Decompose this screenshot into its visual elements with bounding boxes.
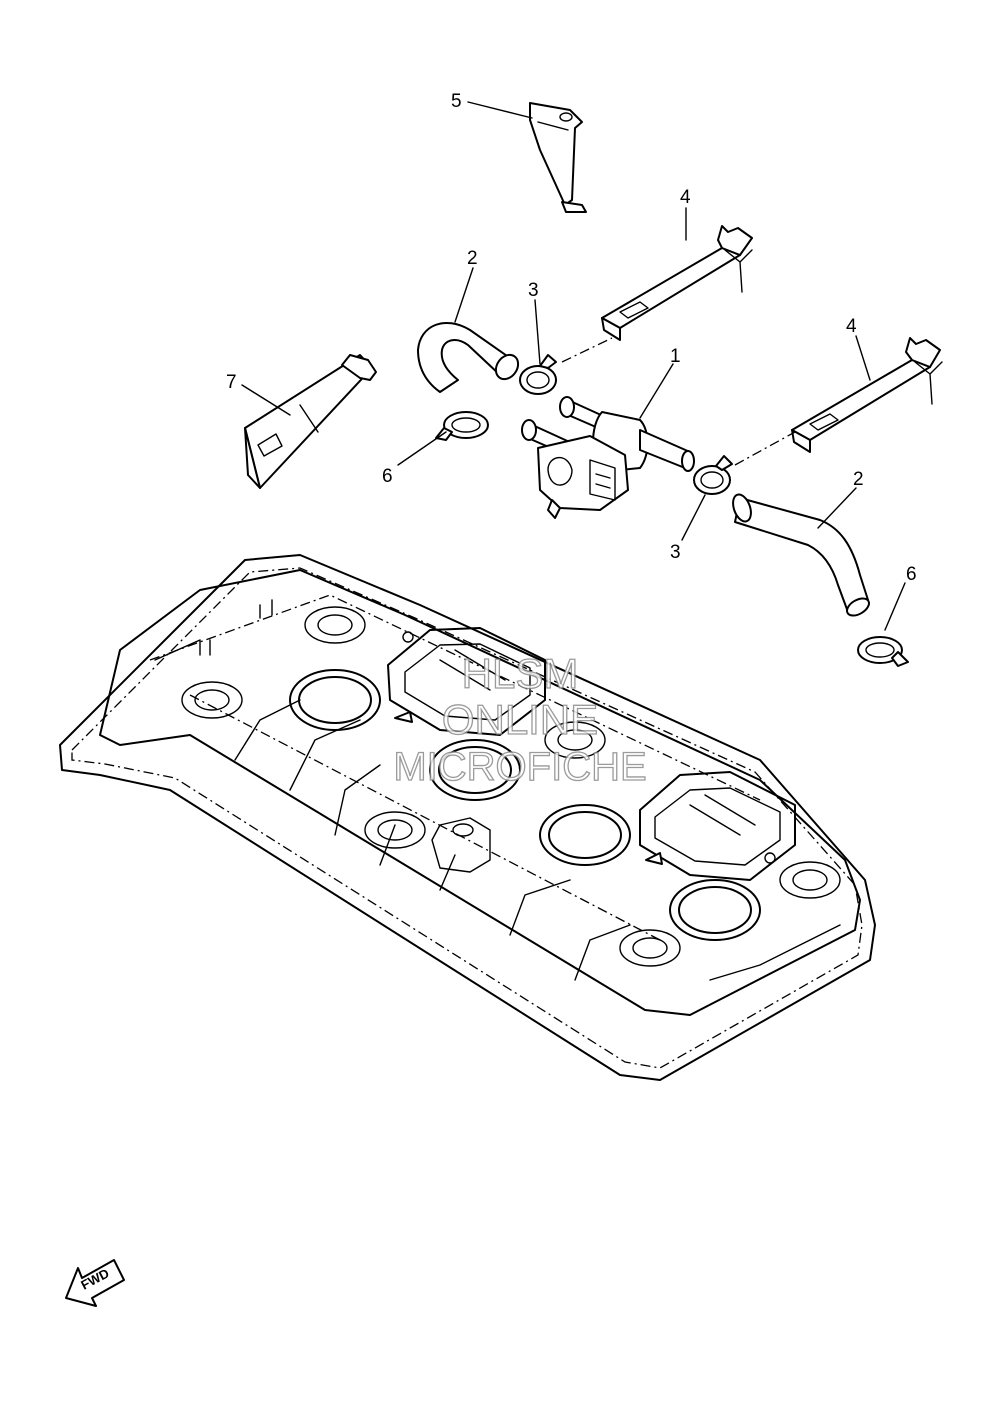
watermark-line-1: HLSM [462,650,579,697]
callout-labels: 5 4 2 3 4 1 7 6 2 3 6 [226,91,917,585]
fwd-arrow-icon: FWD [65,1259,125,1307]
clamp-part-6-right [857,636,909,667]
callout-4-upper: 4 [680,187,691,208]
callout-2-upper: 2 [467,248,478,269]
bracket-part-5 [529,102,587,213]
callout-4-lower: 4 [846,316,857,337]
leader-lines [241,101,906,631]
callout-1: 1 [670,346,681,367]
callout-7: 7 [226,372,237,393]
assembly-lines [561,337,796,466]
callout-6-right: 6 [906,564,917,585]
callout-3-lower: 3 [670,542,681,563]
clamp-part-3-right [693,455,733,495]
clamp-part-6-left [435,411,489,441]
bracket-part-4-upper [601,225,753,341]
callout-5: 5 [451,91,462,112]
watermark: HLSM ONLINE MICROFICHE [393,649,648,789]
callout-2-lower: 2 [853,469,864,490]
bracket-part-4-lower [791,337,943,453]
callout-3-upper: 3 [528,280,539,301]
watermark-line-2: ONLINE [442,696,598,743]
hose-part-2-lower [732,493,870,617]
bracket-part-7 [244,354,377,489]
watermark-line-3: MICROFICHE [393,745,646,789]
clamp-part-3-left [519,354,557,395]
hose-part-2-upper [417,321,520,393]
cylinder-head-cover [59,554,876,1081]
air-cut-valve-part-1 [521,396,695,519]
callout-6-left: 6 [382,466,393,487]
